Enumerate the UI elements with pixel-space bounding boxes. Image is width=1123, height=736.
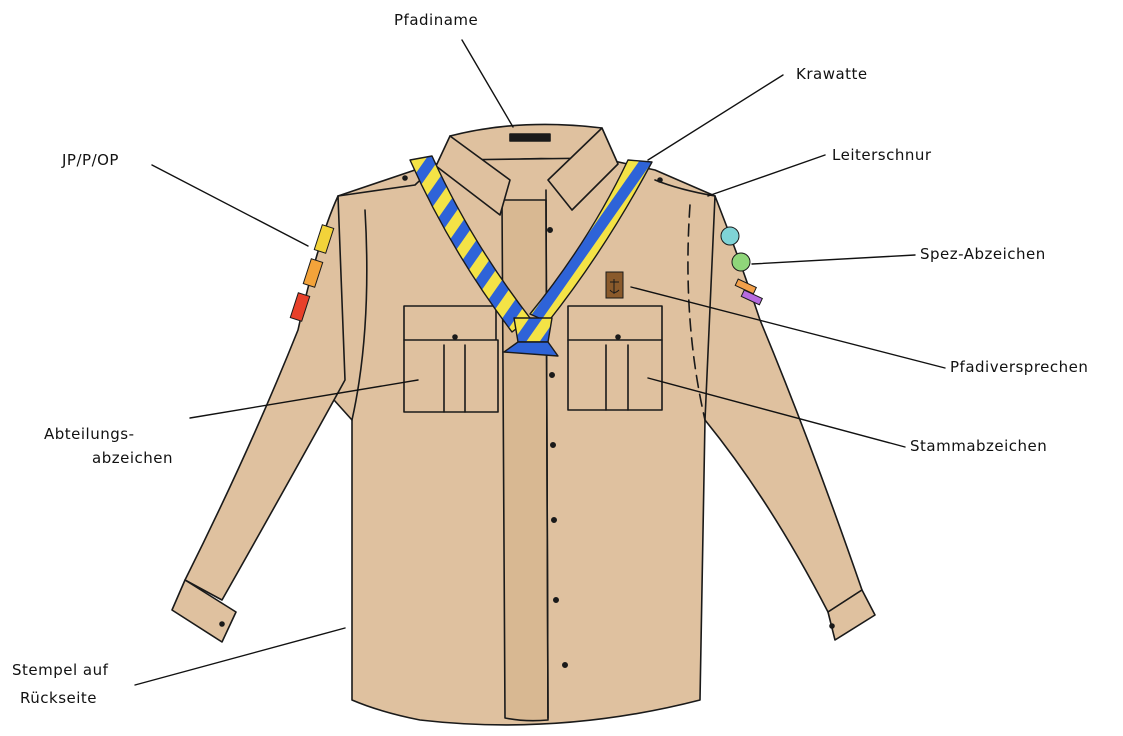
- pocket-left: [404, 306, 498, 412]
- spez-badge-green: [732, 253, 750, 271]
- shirt-sleeve-right: [705, 196, 862, 612]
- spez-badge-teal: [721, 227, 739, 245]
- label-leiterschnur: Leiterschnur: [832, 145, 932, 165]
- shirt-placket: [502, 200, 548, 721]
- label-stammabzeichen: Stammabzeichen: [910, 436, 1047, 456]
- label-stempel-1: Stempel auf: [12, 660, 108, 680]
- label-abteilungsabzeichen-1: Abteilungs-: [44, 424, 135, 444]
- label-jp-p-op: JP/P/OP: [62, 150, 119, 170]
- line-krawatte: [648, 75, 783, 160]
- line-stempel: [135, 628, 345, 685]
- label-pfadiversprechen: Pfadiversprechen: [950, 357, 1088, 377]
- shirt: [172, 124, 875, 724]
- pocket-right: [568, 306, 662, 410]
- label-spez-abzeichen: Spez-Abzeichen: [920, 244, 1046, 264]
- line-spez: [752, 255, 915, 264]
- label-abteilungsabzeichen-2: abzeichen: [92, 448, 173, 468]
- label-stempel-2: Rückseite: [20, 688, 97, 708]
- line-leiterschnur: [708, 155, 825, 196]
- label-krawatte: Krawatte: [796, 64, 868, 84]
- line-pfadiname: [462, 40, 513, 127]
- scarf-knot: [514, 318, 552, 342]
- line-jp: [152, 165, 308, 246]
- name-tape: [510, 134, 550, 141]
- shirt-sleeve-left: [185, 196, 345, 600]
- label-pfadiname: Pfadiname: [394, 10, 478, 30]
- promise-badge: [606, 272, 623, 298]
